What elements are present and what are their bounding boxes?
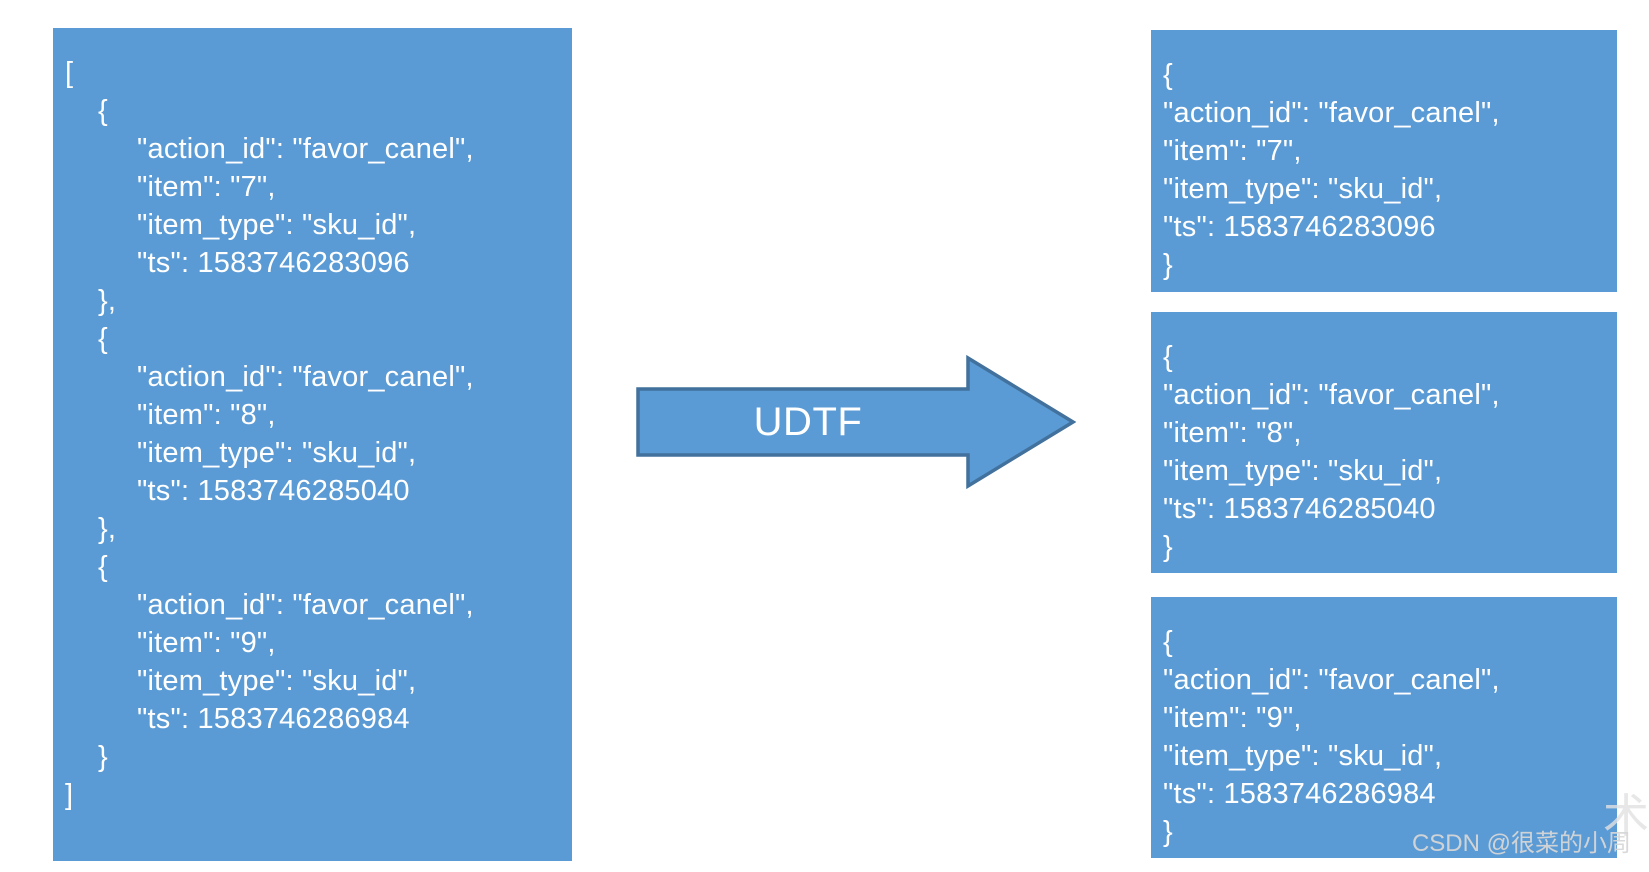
code-line: }, <box>98 513 117 545</box>
code-line: }, <box>98 285 117 317</box>
code-line: } <box>1163 816 1173 848</box>
code-line: "ts": 1583746285040 <box>137 475 410 507</box>
code-line: "ts": 1583746283096 <box>137 247 410 279</box>
code-line: "item_type": "sku_id", <box>1163 740 1443 772</box>
code-line: { <box>1163 59 1173 91</box>
output-json-panel-2: { "action_id": "favor_canel", "item": "8",… <box>1151 312 1617 573</box>
watermark-text: CSDN @很菜的小周 <box>1411 830 1631 857</box>
code-line: { <box>98 95 108 127</box>
code-line: "action_id": "favor_canel", <box>1163 97 1500 129</box>
code-line: } <box>1163 531 1173 563</box>
code-line: "item": "8", <box>137 399 276 431</box>
code-line: "item_type": "sku_id", <box>137 437 417 469</box>
code-line: "item_type": "sku_id", <box>137 665 417 697</box>
code-line: "action_id": "favor_canel", <box>1163 664 1500 696</box>
code-line: { <box>1163 626 1173 658</box>
watermark-logo-icon: 术 <box>1603 790 1649 842</box>
code-line: } <box>98 741 108 773</box>
code-line: "ts": 1583746286984 <box>137 703 410 735</box>
code-line: "item_type": "sku_id", <box>1163 455 1443 487</box>
output-json-panel-1: { "action_id": "favor_canel", "item": "7",… <box>1151 30 1617 292</box>
code-line: [ <box>65 57 74 89</box>
code-line: ] <box>65 779 74 811</box>
code-line: "ts": 1583746285040 <box>1163 493 1436 525</box>
code-line: "item_type": "sku_id", <box>1163 173 1443 205</box>
code-line: "ts": 1583746283096 <box>1163 211 1436 243</box>
code-line: "ts": 1583746286984 <box>1163 778 1436 810</box>
code-line: "item": "8", <box>1163 417 1302 449</box>
code-line: "item": "9", <box>137 627 276 659</box>
code-line: "item": "7", <box>1163 135 1302 167</box>
right-arrow-icon <box>636 352 1076 492</box>
code-line: } <box>1163 249 1173 281</box>
code-line: "action_id": "favor_canel", <box>1163 379 1500 411</box>
input-json-panel: [ { "action_id": "favor_canel", "item": "7"… <box>53 28 572 861</box>
code-line: "action_id": "favor_canel", <box>137 589 474 621</box>
code-line: "item": "7", <box>137 171 276 203</box>
code-line: "action_id": "favor_canel", <box>137 133 474 165</box>
code-line: "item_type": "sku_id", <box>137 209 417 241</box>
code-line: { <box>1163 341 1173 373</box>
code-line: { <box>98 551 108 583</box>
code-line: "item": "9", <box>1163 702 1302 734</box>
code-line: "action_id": "favor_canel", <box>137 361 474 393</box>
output-json-panel-3: { "action_id": "favor_canel", "item": "9",… <box>1151 597 1617 858</box>
code-line: { <box>98 323 108 355</box>
